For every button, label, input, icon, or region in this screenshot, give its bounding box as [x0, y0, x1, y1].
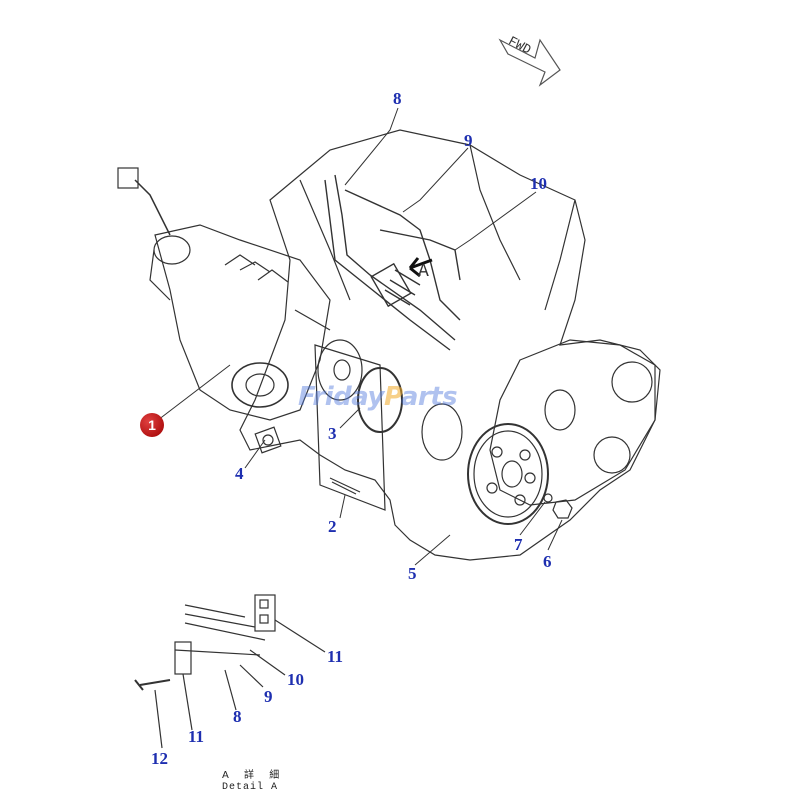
o-ring: [357, 367, 403, 433]
callout-5[interactable]: 5: [408, 564, 417, 583]
fuel-pipes: [324, 174, 461, 351]
detail-callout-10[interactable]: 10: [287, 670, 304, 689]
main-part-marker[interactable]: 1: [140, 413, 164, 437]
gasket-plate: [314, 344, 386, 511]
watermark-logo: FridayParts: [298, 382, 458, 412]
watermark-accent: P: [383, 382, 401, 412]
callout-6[interactable]: 6: [543, 552, 552, 571]
callout-7[interactable]: 7: [514, 535, 523, 554]
callout-3[interactable]: 3: [328, 424, 337, 443]
view-a-arrow: [408, 257, 433, 278]
timing-gear: [467, 423, 549, 525]
view-a-label: A: [418, 262, 429, 282]
harness-wire: [134, 179, 171, 236]
fwd-arrow-shape: [498, 38, 561, 87]
watermark-part1: Friday: [298, 382, 384, 412]
nut: [552, 499, 573, 519]
detail-callout-8[interactable]: 8: [233, 707, 242, 726]
callout-8[interactable]: 8: [393, 89, 402, 108]
rear-flange: [489, 339, 656, 506]
detail-caption-english: Detail A: [222, 782, 279, 793]
engine-block: [239, 129, 661, 561]
detail-callout-9[interactable]: 9: [264, 687, 273, 706]
detail-a-drawing: [134, 594, 326, 749]
detail-callout-11-bottom[interactable]: 11: [188, 727, 205, 746]
detail-callout-12[interactable]: 12: [151, 749, 168, 768]
callout-10[interactable]: 10: [530, 174, 547, 193]
callout-9[interactable]: 9: [464, 131, 473, 150]
injection-pump: [149, 224, 363, 454]
stud: [329, 477, 361, 495]
callout-4[interactable]: 4: [235, 464, 244, 483]
callout-2[interactable]: 2: [328, 517, 337, 536]
watermark-part2: arts: [400, 382, 458, 412]
detail-callout-11-top[interactable]: 11: [327, 647, 344, 666]
leader-lines: [157, 107, 563, 566]
detail-caption-japanese: A 詳 細: [222, 770, 286, 781]
